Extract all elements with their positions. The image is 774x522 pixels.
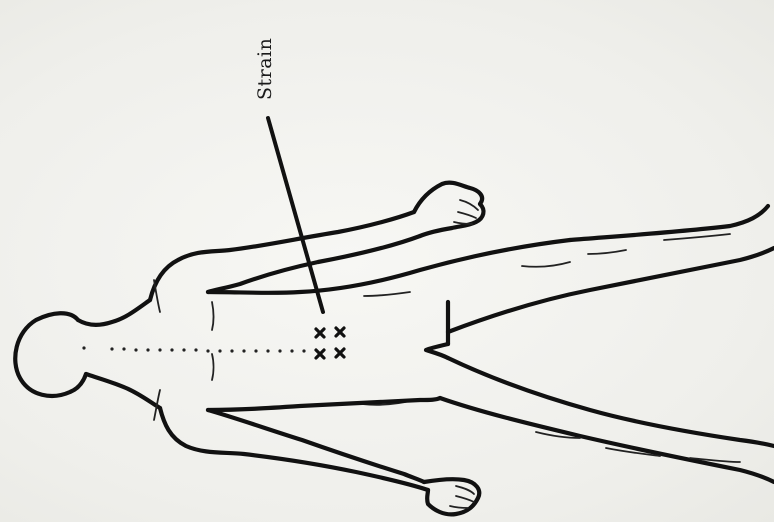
upper-leg-detail (522, 234, 730, 267)
strain-mark (316, 329, 324, 337)
neck-outline-bottom (86, 374, 160, 408)
upper-hand-fingers (454, 200, 478, 224)
upper-arm-outline (414, 183, 482, 212)
lower-hand-fingers (450, 486, 474, 508)
torso-lower-edge (160, 408, 428, 490)
neck-outline-top (78, 300, 150, 325)
callout-label: Strain (254, 38, 276, 100)
spine-dotted-line (82, 346, 305, 352)
lower-arm-inner (208, 410, 424, 482)
lower-hand (424, 479, 479, 514)
upper-hand (420, 204, 483, 236)
callout-line (268, 118, 323, 312)
upper-leg-inner (448, 248, 774, 332)
strain-x-marks (316, 328, 344, 358)
upper-leg-outer (570, 206, 768, 240)
buttock-crease (362, 292, 414, 405)
strain-mark (336, 349, 344, 357)
strain-mark (316, 350, 324, 358)
lower-torso-side (208, 398, 440, 410)
head-outline (15, 313, 86, 396)
lower-leg-inner (448, 358, 774, 446)
lower-leg-outer (440, 398, 774, 482)
buttock-curve (426, 344, 448, 358)
scapula-lower (154, 354, 214, 420)
strain-mark (336, 328, 344, 336)
scapula-upper (154, 280, 214, 330)
torso-upper-edge (150, 212, 414, 300)
